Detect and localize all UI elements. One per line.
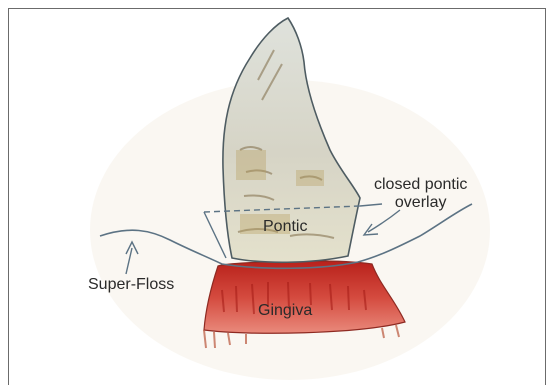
pontic-label: Pontic [263, 218, 307, 236]
gingiva-label: Gingiva [258, 302, 312, 320]
closed-pontic-overlay-label: closed pontic overlay [374, 176, 467, 213]
super-floss-label: Super-Floss [88, 276, 174, 294]
gingiva-shape [204, 261, 405, 333]
overlay-label-line1: closed pontic [374, 176, 467, 194]
overlay-label-line2: overlay [374, 194, 467, 212]
